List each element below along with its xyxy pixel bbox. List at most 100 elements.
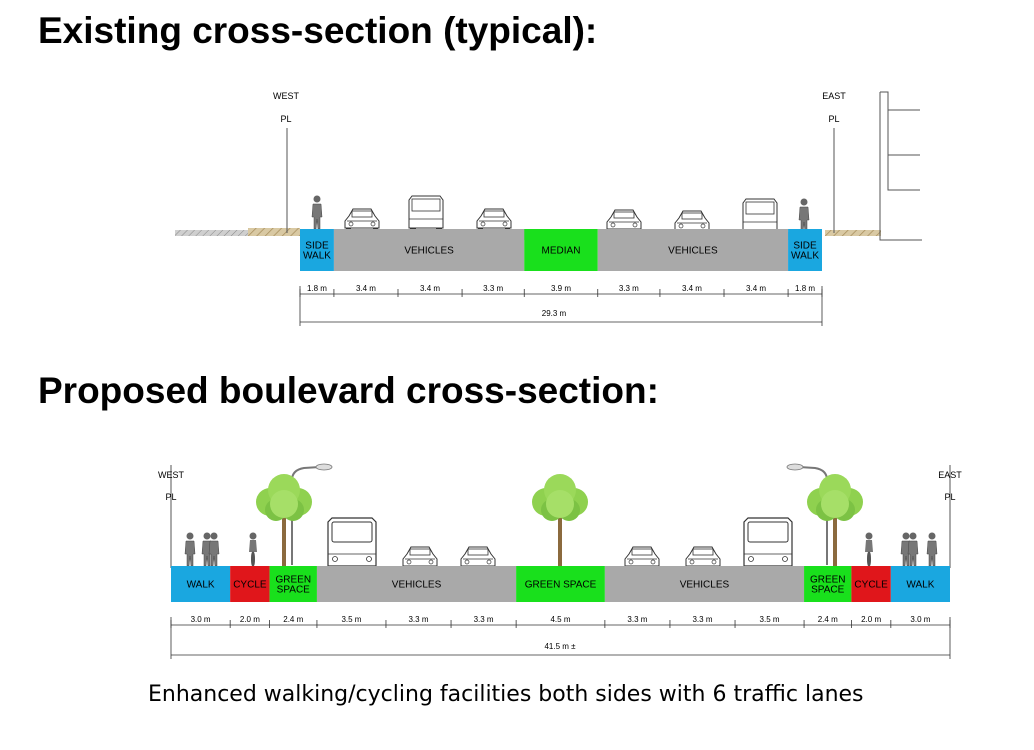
segment-width-label: 3.4 m	[682, 284, 702, 293]
band-label: CYCLE	[233, 580, 267, 591]
band-label: SPACE	[811, 585, 844, 596]
segment-width-label: 2.0 m	[861, 615, 881, 624]
east-landscape	[825, 230, 881, 236]
proposed-west-property-line-symbol: PL	[165, 492, 176, 502]
pedestrian-icon	[798, 198, 810, 233]
caption: Enhanced walking/cycling facilities both…	[148, 682, 864, 707]
existing-east-label: EAST	[822, 91, 846, 101]
pedestrian-icon	[926, 532, 938, 567]
band-cycle	[851, 566, 891, 602]
band-green-space	[804, 566, 852, 602]
proposed-cross-section-art	[170, 463, 951, 571]
pedestrian-icon	[208, 532, 220, 567]
pedestrian-icon	[311, 195, 323, 230]
segment-width-label: 3.0 m	[910, 615, 930, 624]
bus-icon	[327, 517, 377, 571]
tree-icon	[532, 474, 588, 566]
cyclist-icon	[864, 532, 874, 567]
car-icon	[476, 208, 512, 232]
car-icon	[624, 546, 660, 570]
proposed-east-property-line-symbol: PL	[944, 492, 955, 502]
segment-width-label: 3.0 m	[191, 615, 211, 624]
band-label: SPACE	[277, 585, 310, 596]
pedestrian-icon	[907, 532, 919, 567]
segment-width-label: 3.4 m	[746, 284, 766, 293]
car-icon	[685, 546, 721, 570]
band-label: VEHICLES	[680, 580, 730, 591]
band-cycle	[230, 566, 270, 602]
segment-width-label: 3.4 m	[356, 284, 376, 293]
band-label: CYCLE	[854, 580, 888, 591]
tree-icon	[256, 474, 312, 566]
segment-width-label: 1.8 m	[307, 284, 327, 293]
band-label: VEHICLES	[392, 580, 442, 591]
west-ground	[175, 230, 285, 236]
segment-width-label: 3.3 m	[627, 615, 647, 624]
west-landscape	[248, 228, 300, 236]
segment-width-label: 3.3 m	[474, 615, 494, 624]
tree-icon	[807, 474, 863, 566]
segment-width-label: 3.3 m	[619, 284, 639, 293]
segment-width-label: 3.4 m	[420, 284, 440, 293]
existing-west-label: WEST	[273, 91, 300, 101]
band-lane	[597, 229, 789, 271]
band-lane	[333, 229, 525, 271]
band-label: VEHICLES	[404, 246, 454, 257]
segment-width-label: 2.4 m	[818, 615, 838, 624]
proposed-west-label: WEST	[158, 470, 185, 480]
east-building	[879, 91, 922, 241]
existing-dimension-line: 1.8 m 3.4 m 3.4 m 3.3 m 3.9 m 3.3 m 3.4 m 3.4 m…	[299, 284, 823, 326]
proposed-section-heading: Proposed boulevard cross-section:	[38, 370, 659, 411]
band-label: WALK	[906, 580, 934, 591]
band-label: MEDIAN	[542, 246, 581, 257]
lamp-icon	[786, 463, 804, 471]
band-lane	[604, 566, 805, 602]
truck-icon	[742, 198, 778, 235]
band-label: GREEN SPACE	[525, 580, 597, 591]
lamp-icon	[315, 463, 333, 471]
segment-width-label: 3.5 m	[760, 615, 780, 624]
proposed-east-label: EAST	[938, 470, 962, 480]
proposed-total-width: 41.5 m ±	[544, 642, 576, 651]
segment-width-label: 3.5 m	[341, 615, 361, 624]
band-lane	[316, 566, 517, 602]
car-icon	[460, 546, 496, 570]
band-label: WALK	[187, 580, 215, 591]
band-side-walk	[788, 229, 822, 271]
band-walk	[171, 566, 231, 602]
band-label: WALK	[791, 251, 819, 262]
truck-icon	[408, 195, 444, 232]
segment-width-label: 3.3 m	[692, 615, 712, 624]
segment-width-label: 3.3 m	[408, 615, 428, 624]
existing-section-heading: Existing cross-section (typical):	[38, 10, 598, 51]
band-label: GREEN	[810, 575, 846, 586]
bus-icon	[743, 517, 793, 571]
car-icon	[402, 546, 438, 570]
segment-width-label: 1.8 m	[795, 284, 815, 293]
proposed-dimension-line: 3.0 m 2.0 m 2.4 m 3.5 m 3.3 m 3.3 m 4.5 m 3.3 m…	[170, 615, 951, 659]
band-label: GREEN	[275, 575, 311, 586]
car-icon	[344, 208, 380, 232]
segment-width-label: 3.9 m	[551, 284, 571, 293]
car-icon	[606, 209, 642, 233]
band-side-walk	[300, 229, 334, 271]
segment-width-label: 2.4 m	[283, 615, 303, 624]
segment-width-label: 2.0 m	[240, 615, 260, 624]
segment-width-label: 4.5 m	[550, 615, 570, 624]
band-walk	[890, 566, 950, 602]
band-label: SIDE	[305, 241, 329, 252]
cyclist-icon	[248, 532, 258, 567]
band-label: WALK	[303, 251, 331, 262]
pedestrian-icon	[184, 532, 196, 567]
existing-west-property-line-symbol: PL	[280, 114, 291, 124]
existing-east-property-line-symbol: PL	[828, 114, 839, 124]
band-green-space	[269, 566, 317, 602]
band-label: SIDE	[793, 241, 817, 252]
segment-width-label: 3.3 m	[483, 284, 503, 293]
band-green-space	[516, 566, 605, 602]
existing-total-width: 29.3 m	[542, 309, 567, 318]
band-label: VEHICLES	[668, 246, 718, 257]
